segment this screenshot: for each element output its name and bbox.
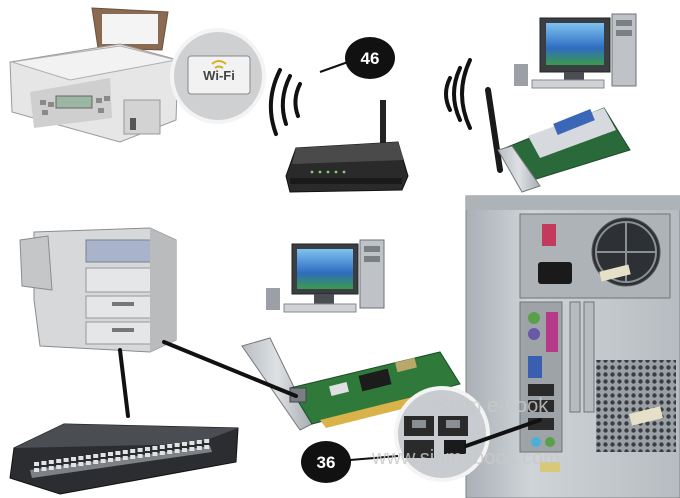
switch-port — [196, 446, 202, 450]
switch-port — [182, 448, 187, 452]
switch-port — [34, 468, 39, 472]
switch-port — [152, 446, 158, 450]
wired-callout-number: 36 — [317, 453, 336, 472]
wifi-badge-label: Wi-Fi — [203, 68, 235, 83]
switch-port — [100, 459, 106, 463]
switch-port — [130, 455, 136, 459]
watermark-line-1: Siam e-book — [436, 395, 549, 417]
watermark: Siam e-book www.siamebook.com — [371, 395, 560, 469]
switch-port — [152, 452, 158, 456]
switch-port — [48, 460, 54, 464]
switch-port — [174, 449, 180, 453]
switch-port — [63, 464, 69, 468]
ethernet-port-zoom — [394, 386, 490, 482]
switch-port — [167, 444, 173, 448]
switch-port — [71, 463, 76, 467]
network-switch — [9, 423, 239, 495]
switch-port — [145, 453, 150, 457]
switch-port — [189, 447, 195, 451]
switch-port — [108, 458, 113, 462]
desktop-computer-top — [514, 13, 637, 89]
switch-port — [100, 453, 106, 457]
pc-case-back-panel — [465, 195, 680, 498]
switch-port — [167, 450, 173, 454]
inkjet-printer — [9, 7, 179, 143]
switch-port — [85, 455, 91, 459]
wired-callout: 36 — [301, 441, 399, 483]
switch-port — [56, 459, 62, 463]
wifi-signal-waves-left — [268, 68, 302, 136]
switch-port — [41, 461, 47, 465]
switch-port — [159, 451, 165, 455]
wireless-pci-card — [485, 87, 631, 193]
switch-port — [145, 447, 150, 451]
switch-port — [63, 458, 69, 462]
switch-port — [204, 445, 210, 449]
wifi-signal-waves-right — [444, 58, 472, 130]
switch-port — [189, 441, 195, 445]
switch-port — [78, 462, 84, 466]
switch-port — [93, 454, 99, 458]
wireless-callout-number: 46 — [361, 49, 380, 68]
wireless-router — [285, 100, 409, 193]
switch-port — [34, 462, 39, 466]
switch-port — [182, 442, 187, 446]
watermark-line-2: www.siamebook.com — [371, 447, 560, 469]
wifi-badge-zoom: Wi-Fi — [170, 28, 266, 124]
switch-port — [137, 454, 143, 458]
switch-port — [56, 465, 62, 469]
switch-port — [115, 457, 121, 461]
switch-port — [78, 456, 84, 460]
switch-port — [204, 439, 210, 443]
switch-port — [196, 440, 202, 444]
switch-port — [137, 448, 143, 452]
laser-printer — [19, 227, 177, 353]
switch-port — [93, 460, 99, 464]
switch-port — [122, 450, 128, 454]
switch-port — [71, 457, 76, 461]
switch-port — [41, 467, 47, 471]
switch-port — [130, 449, 136, 453]
wireless-callout: 46 — [319, 37, 395, 79]
switch-port — [48, 466, 54, 470]
switch-port — [174, 443, 180, 447]
network-cables — [118, 340, 542, 448]
switch-port — [108, 452, 113, 456]
switch-port — [115, 451, 121, 455]
switch-port — [122, 456, 128, 460]
switch-port — [159, 445, 165, 449]
switch-port — [85, 461, 91, 465]
desktop-computer-middle — [266, 239, 385, 313]
